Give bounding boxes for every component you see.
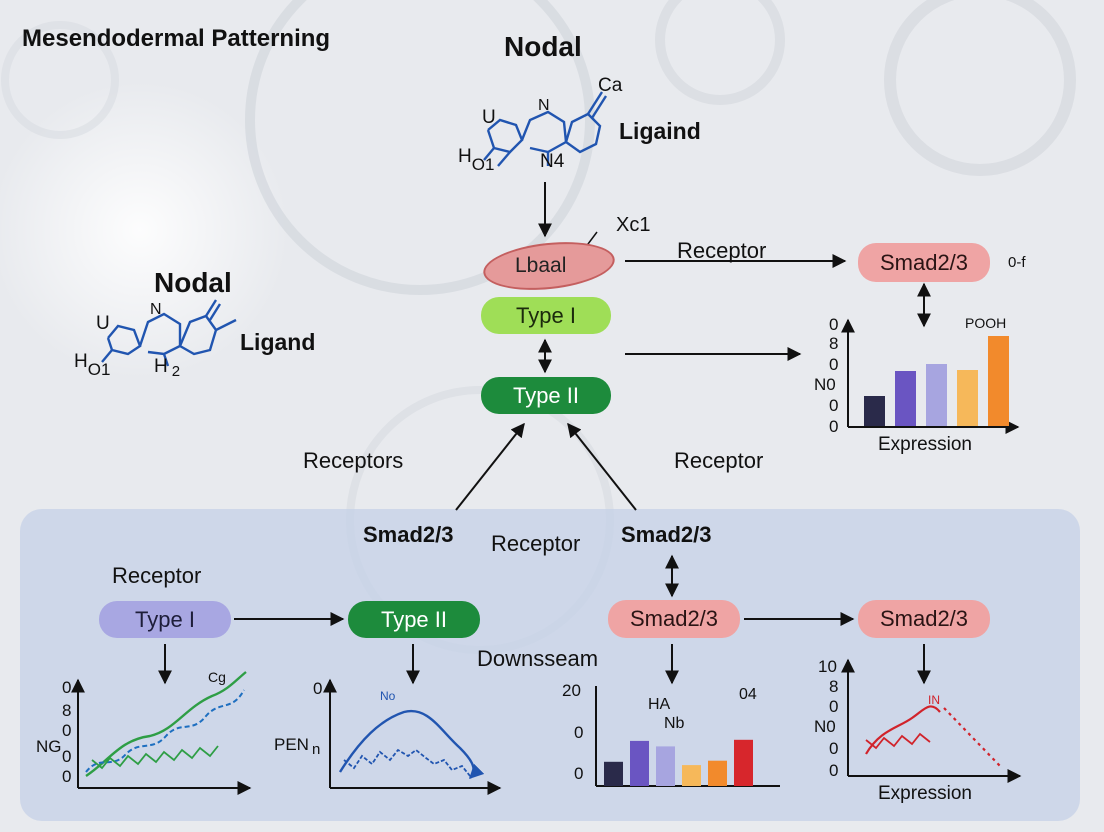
- left-atom-u: U: [96, 313, 110, 334]
- p3-ytick-2: 0: [574, 723, 584, 742]
- top-atom-h: HO1: [458, 146, 495, 174]
- p4-x-label: Expression: [878, 783, 972, 804]
- plot3-bar-6: [734, 739, 753, 786]
- p4-side-label: N0: [814, 717, 836, 736]
- plot3-bar-2: [630, 740, 649, 786]
- panel-receptor-mid: Receptor: [491, 531, 581, 556]
- left-atom-n: N: [150, 301, 162, 318]
- left-atom-h: HO1: [74, 351, 111, 379]
- tr-ytick-4: 0: [829, 396, 839, 415]
- p1-ytick-4: 0: [62, 747, 72, 766]
- type2-receptor-top: Type II: [481, 377, 611, 414]
- pooh-label: POOH: [965, 315, 1007, 331]
- top-molecule-structure: [483, 91, 608, 167]
- top-atom-n: N: [538, 97, 550, 114]
- p1-annotation: Cg: [208, 669, 226, 685]
- arrow-right-to-type2: [567, 422, 637, 511]
- p3-label-nb: Nb: [664, 715, 685, 732]
- lower-panel: [20, 509, 1080, 821]
- top-atom-u: U: [482, 107, 496, 128]
- p2-annotation: No: [380, 689, 396, 703]
- p4-annotation: IN: [928, 693, 940, 707]
- receptor-label-lower-right: Receptor: [674, 448, 764, 473]
- top-right-bar-2: [895, 371, 916, 426]
- p1-ytick-2: 8: [62, 701, 72, 720]
- tr-ytick-5: 0: [829, 417, 839, 436]
- tr-ytick-3: 0: [829, 355, 839, 374]
- p1-ytick-5: 0: [62, 767, 72, 786]
- top-right-bar-series: [864, 336, 1009, 426]
- tr-ytick-2: 8: [829, 334, 839, 353]
- tr-x-label: Expression: [878, 434, 972, 455]
- top-right-bar-5: [988, 336, 1009, 426]
- top-right-bar-4: [957, 370, 978, 426]
- panel-smad-mid: Smad2/3: [608, 600, 740, 638]
- p1-ytick-3: 0: [62, 721, 72, 740]
- p4-ytick-5: 0: [829, 761, 839, 780]
- panel-type2: Type II: [348, 601, 480, 638]
- p4-ytick-1: 10: [818, 657, 837, 676]
- p3-ytick-1: 20: [562, 681, 581, 700]
- p4-ytick-2: 8: [829, 677, 839, 696]
- top-atom-ca: Ca: [598, 75, 623, 96]
- left-molecule-structure: [101, 299, 237, 367]
- tr-yside-label: N0: [814, 375, 836, 394]
- plot1-helix: [85, 671, 247, 777]
- left-ligand-label: Ligand: [240, 329, 316, 355]
- plot2-helix: [338, 709, 485, 780]
- plot3-bar-1: [604, 761, 623, 786]
- plot4-helix: [865, 705, 1001, 767]
- panel-receptor-left: Receptor: [112, 563, 202, 588]
- panel-smad-right-label: Smad2/3: [621, 522, 712, 547]
- top-right-bar-1: [864, 396, 885, 426]
- plot3-bar-3: [656, 746, 675, 786]
- plot3-bar-5: [708, 760, 727, 786]
- arrow-left-to-type2: [455, 422, 525, 511]
- plot3-bar-series: [604, 739, 753, 786]
- top-ligand-label: Ligaind: [619, 118, 701, 144]
- downstream-label: Downsseam: [477, 646, 599, 671]
- p3-label-ha: HA: [648, 696, 671, 713]
- p3-label-04: 04: [739, 686, 757, 703]
- p3-ytick-3: 0: [574, 764, 584, 783]
- receptor-label-top: Receptor: [677, 238, 767, 263]
- type1-receptor-top: Type I: [481, 297, 611, 334]
- plot3-bar-4: [682, 765, 701, 786]
- top-right-bar-3: [926, 364, 947, 426]
- plot1-axes: [71, 678, 252, 795]
- side-label-0f: 0-f: [1008, 254, 1026, 271]
- p1-side-label: NG: [36, 737, 62, 756]
- diagram-title: Mesendodermal Patterning: [22, 25, 331, 52]
- left-nodal-heading: Nodal: [154, 267, 232, 298]
- p4-ytick-4: 0: [829, 739, 839, 758]
- receptors-label: Receptors: [303, 448, 404, 473]
- top-right-chart-axes: [841, 318, 1020, 434]
- panel-smad-far: Smad2/3: [858, 600, 990, 638]
- plot2-axes: [323, 678, 502, 795]
- tr-ytick-1: 0: [829, 315, 839, 334]
- plot4-axes: [841, 658, 1022, 783]
- p1-ytick-1: 0: [62, 678, 72, 697]
- panel-smad-left-label: Smad2/3: [363, 522, 454, 547]
- p4-ytick-3: 0: [829, 697, 839, 716]
- xc1-label: Xc1: [616, 214, 651, 236]
- panel-type1: Type I: [99, 601, 231, 638]
- top-nodal-heading: Nodal: [504, 31, 582, 62]
- smad-top-right: Smad2/3: [858, 243, 990, 282]
- top-atom-n4: N4: [540, 151, 565, 172]
- ellipse-label: Lbaal: [515, 254, 567, 277]
- p2-ytick: 0: [313, 679, 323, 698]
